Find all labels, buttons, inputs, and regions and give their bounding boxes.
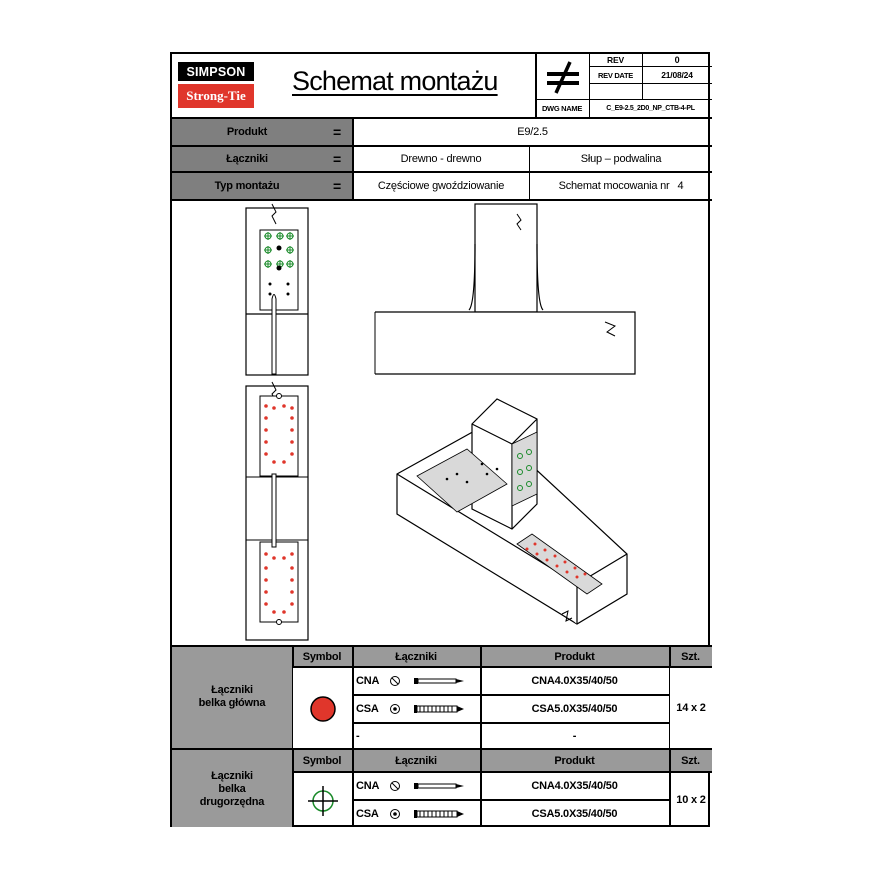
table2-header-symbol: Symbol xyxy=(302,754,342,767)
table2-group-label: Łączniki belka drugorzędna xyxy=(199,769,265,808)
table1-row1-type: CNA xyxy=(356,674,380,687)
table2-row1-product: CNA4.0X35/40/50 xyxy=(531,779,618,792)
table2-row1-type: CNA xyxy=(356,779,380,792)
dwg-name-value: C_E9-2.5_2D0_NP_CTB-4-PL xyxy=(606,104,695,112)
table2-header-product: Produkt xyxy=(554,754,595,767)
table1-group-label: Łączniki belka główna xyxy=(198,684,266,709)
dwg-name-label: DWG NAME xyxy=(541,103,583,113)
info-eq-fasteners: = xyxy=(333,150,341,167)
info-label-product: Produkt xyxy=(226,126,268,138)
info-eq-product: = xyxy=(333,124,341,140)
info-label-mount-type: Typ montażu xyxy=(214,179,280,192)
info-value-fasteners-left: Drewno - drewno xyxy=(400,152,482,165)
page-title: Schemat montażu xyxy=(292,66,498,96)
drawing-sheet: SIMPSON Strong-Tie Schemat montażu REV 0… xyxy=(170,52,712,827)
info-value-mount-type-right: Schemat mocowania nr 4 xyxy=(530,172,712,199)
rev-label: REV xyxy=(607,55,624,65)
green-fastener-marks xyxy=(264,232,294,268)
table1-qty: 14 x 2 xyxy=(676,702,706,714)
red-fastener-marks xyxy=(264,404,294,614)
scheme-label: Schemat mocowania nr xyxy=(558,179,670,192)
elevation-view-main xyxy=(245,381,309,641)
table2-header-fasteners: Łączniki xyxy=(395,754,437,767)
front-view xyxy=(374,203,636,375)
info-value-mount-type-left: Częściowe gwoździowanie xyxy=(377,179,505,192)
rev-value: 0 xyxy=(674,55,680,65)
isometric-view xyxy=(396,398,628,625)
table2-header-qty: Szt. xyxy=(681,754,700,767)
info-value-fasteners-right: Słup – podwalina xyxy=(580,152,662,165)
green-crosshair-circle-icon xyxy=(308,786,338,816)
table1-header-fasteners: Łączniki xyxy=(395,650,437,663)
rev-date-value: 21/08/24 xyxy=(661,70,693,80)
table2-qty: 10 x 2 xyxy=(676,793,706,806)
info-label-fasteners: Łączniki xyxy=(226,152,268,165)
table1-row1-product: CNA4.0X35/40/50 xyxy=(531,674,618,687)
nail-icon xyxy=(390,676,464,686)
table1-header-product: Produkt xyxy=(554,650,595,663)
red-filled-circle-icon xyxy=(310,696,336,722)
nail-icon xyxy=(390,781,464,791)
table2-row2-type: CSA xyxy=(356,807,379,820)
table1-row2-type: CSA xyxy=(356,702,379,715)
table2-row2-product: CSA5.0X35/40/50 xyxy=(531,807,618,820)
elevation-view-secondary xyxy=(245,203,309,376)
table1-row3-product: - xyxy=(572,729,577,742)
screw-icon xyxy=(390,704,464,714)
screw-icon xyxy=(390,809,464,819)
info-value-product: E9/2.5 xyxy=(517,126,548,138)
brand-logo-bottom: Strong-Tie xyxy=(178,84,254,108)
table1-row3-type: - xyxy=(356,729,360,742)
not-equal-symbol-icon xyxy=(547,61,579,94)
table1-row2-product: CSA5.0X35/40/50 xyxy=(531,702,618,715)
info-eq-mount-type: = xyxy=(333,177,341,194)
brand-logo-top: SIMPSON xyxy=(178,62,254,81)
table1-header-qty: Szt. xyxy=(681,650,700,663)
scheme-number: 4 xyxy=(677,179,684,192)
table1-header-symbol: Symbol xyxy=(302,650,342,663)
rev-date-label: REV DATE xyxy=(598,70,633,80)
